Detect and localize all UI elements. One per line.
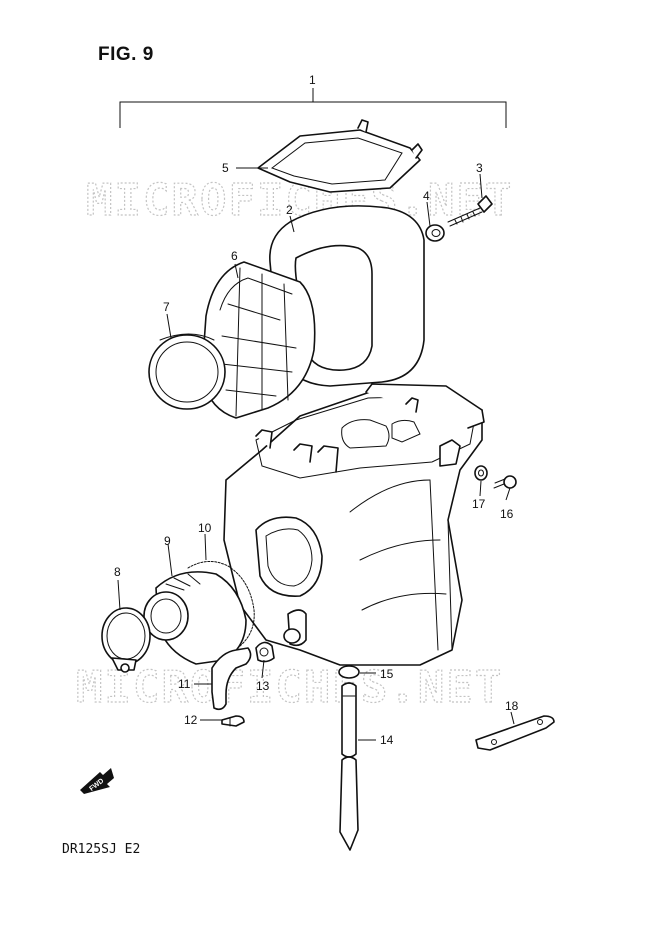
callout-3: 3: [476, 161, 483, 175]
part-13-clip: [255, 641, 275, 663]
model-code: DR125SJ E2: [62, 842, 141, 857]
callout-15: 15: [380, 667, 394, 681]
callout-18: 18: [505, 699, 519, 713]
part-9-intake-boot: [143, 571, 247, 665]
part-8-hose-clamp: [101, 607, 151, 673]
part-4-washer: [425, 224, 445, 242]
figure-title: FIG. 9: [98, 44, 154, 65]
part-17-washer: [474, 465, 488, 481]
callout-11: 11: [178, 677, 191, 691]
air-box-housing: [223, 383, 485, 666]
callout-4: 4: [423, 189, 430, 203]
callout-10: 10: [198, 521, 212, 535]
part-11-breather-hose: [211, 647, 252, 711]
callout-7: 7: [163, 300, 170, 314]
part-5-cover-plate: [257, 119, 423, 193]
callout-17: 17: [472, 497, 486, 511]
part-15-cap: [338, 665, 360, 679]
callout-5: 5: [222, 161, 229, 175]
leader-lines: [117, 167, 515, 741]
assembly-bracket: [119, 88, 507, 128]
callout-numbers: 1 2 3 4 5 6 7 8 9 10 11 12 13 14 15 16 1…: [114, 73, 519, 747]
part-10-clamp-band: [187, 561, 255, 647]
part-7-screen: [148, 333, 226, 410]
forward-direction-arrow: FWD: [80, 768, 114, 794]
part-18-bracket: [475, 715, 555, 751]
callout-12: 12: [184, 713, 198, 727]
part-14-drain-tube: [339, 682, 359, 851]
callout-13: 13: [256, 679, 270, 693]
watermark-bottom: MICROFICHES.NET: [76, 662, 503, 713]
part-3-bolt: [447, 195, 493, 227]
callout-14: 14: [380, 733, 394, 747]
callout-16: 16: [500, 507, 514, 521]
callout-9: 9: [164, 534, 171, 548]
callout-6: 6: [231, 249, 238, 263]
part-16-screw: [493, 475, 517, 489]
callout-1: 1: [309, 73, 316, 87]
part-6-filter-cage: [201, 261, 316, 419]
callout-2: 2: [286, 203, 293, 217]
callout-8: 8: [114, 565, 121, 579]
part-12-small-clip: [221, 715, 245, 727]
